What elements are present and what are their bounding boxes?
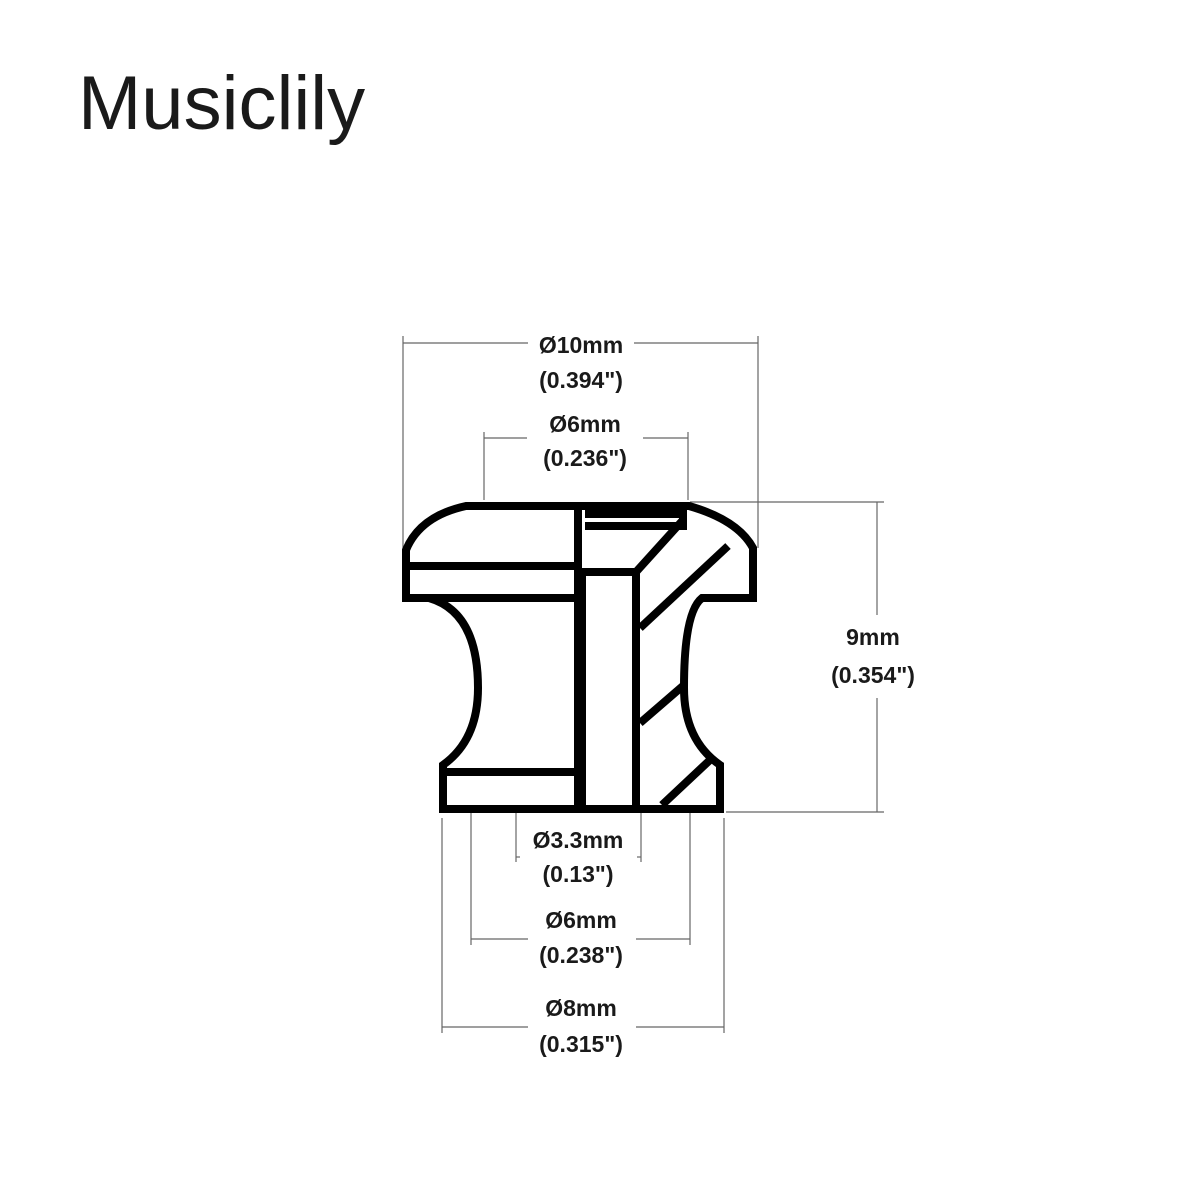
base-imperial: (0.315"): [539, 1031, 623, 1057]
strap-button-profile: [402, 502, 757, 813]
dimension-height: 9mm (0.354"): [690, 501, 915, 813]
hole-imperial: (0.13"): [543, 861, 614, 887]
top-outer-imperial: (0.394"): [539, 367, 623, 393]
dimension-waist: Ø6mm (0.238"): [470, 718, 691, 968]
brand-logo: Musiclily: [78, 61, 366, 146]
hatch-line-2: [637, 681, 687, 727]
dimension-hole: Ø3.3mm (0.13"): [515, 812, 642, 887]
top-outer-metric: Ø10mm: [539, 332, 623, 358]
height-imperial: (0.354"): [831, 662, 915, 688]
hatch-line-1: [637, 543, 731, 631]
top-inner-imperial: (0.236"): [543, 445, 627, 471]
dimension-base: Ø8mm (0.315"): [441, 818, 725, 1057]
section-bevel-top: [633, 517, 686, 575]
waist-metric: Ø6mm: [545, 907, 617, 933]
height-metric: 9mm: [846, 624, 900, 650]
top-inner-metric: Ø6mm: [549, 411, 621, 437]
hole-metric: Ø3.3mm: [533, 827, 624, 853]
waist-imperial: (0.238"): [539, 942, 623, 968]
dimension-top-outer: Ø10mm (0.394"): [402, 332, 759, 552]
central-bore: [578, 568, 640, 813]
hatch-line-3: [659, 757, 713, 808]
base-metric: Ø8mm: [545, 995, 617, 1021]
dimension-top-inner: Ø6mm (0.236"): [483, 411, 689, 500]
